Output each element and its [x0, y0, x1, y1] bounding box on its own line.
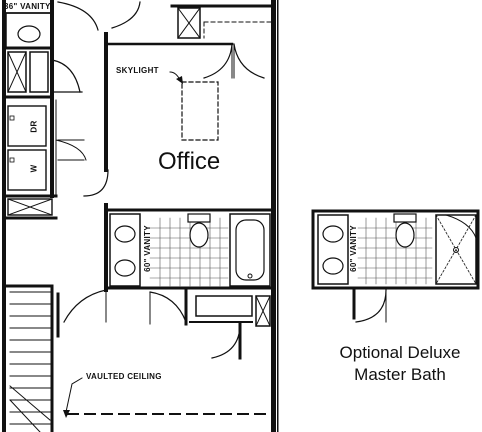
optional-bath-title-line2: Master Bath — [354, 365, 446, 384]
label-dryer: DR — [29, 120, 39, 133]
door-swing-closet-a — [203, 43, 233, 79]
optional-sink-1 — [322, 225, 344, 243]
door-swing-laundry — [83, 169, 109, 197]
bench-x — [7, 198, 53, 216]
east-wall-inner — [277, 0, 279, 432]
label-vanity-60-optional: 60" VANITY — [348, 225, 358, 272]
door-swing-bath-main — [63, 289, 107, 323]
dryer-box — [7, 105, 47, 147]
optional-vanity — [317, 214, 349, 285]
vanity-36-sink — [17, 25, 41, 43]
optional-toilet-tank — [393, 213, 417, 223]
label-washer: W — [29, 164, 39, 173]
washer-box — [7, 149, 47, 191]
bathtub — [229, 213, 271, 287]
vaulted-leader — [65, 377, 83, 413]
toilet-main-bowl — [189, 222, 209, 248]
bath-tile-grid — [149, 217, 229, 287]
bath-sink-2 — [114, 259, 136, 277]
vanity-36-cabinet — [5, 12, 53, 49]
office-closet-x — [177, 7, 201, 39]
label-vanity-36: 36" VANITY — [4, 2, 51, 11]
bath-sink-1 — [114, 225, 136, 243]
stairs — [4, 284, 54, 432]
door-swing-lower — [211, 323, 241, 359]
linen-cabinet-lower — [195, 295, 253, 317]
west-wall — [2, 0, 6, 432]
bath-vanity-main — [109, 213, 141, 287]
east-wall — [271, 0, 276, 432]
optional-sink-2 — [322, 257, 344, 275]
optional-toilet-bowl — [395, 222, 415, 248]
linen-cabinet-left — [7, 51, 27, 93]
optional-bath-title: Optional Deluxe Master Bath — [318, 342, 482, 386]
label-skylight: SKYLIGHT — [116, 66, 159, 75]
optional-bath-outline — [311, 209, 480, 290]
label-vanity-60-main: 60" VANITY — [142, 225, 152, 272]
optional-tile-grid — [357, 217, 433, 285]
optional-shower — [435, 214, 477, 285]
optional-door-swing — [355, 289, 387, 323]
label-vaulted-ceiling: VAULTED CEILING — [86, 372, 162, 381]
room-label-office: Office — [158, 148, 221, 175]
optional-bath-title-line1: Optional Deluxe — [339, 343, 461, 362]
toilet-main-tank — [187, 213, 211, 223]
door-swing-hall-top — [57, 1, 99, 31]
skylight — [181, 81, 219, 141]
